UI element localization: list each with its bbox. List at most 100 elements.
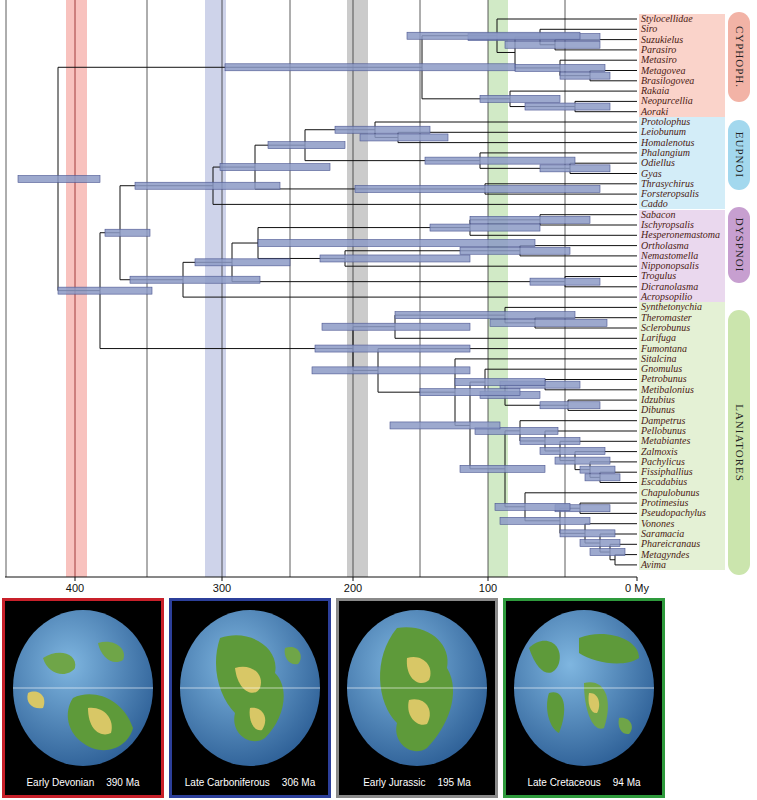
continent [584,682,608,729]
branch [497,19,637,20]
branch [540,214,637,215]
axis-label: 200 [344,582,362,595]
taxon-name: Protolophus [641,116,690,128]
branch [510,91,637,92]
taxon-name: Petrobunus [641,373,687,385]
branch [540,225,637,226]
branch [585,523,637,524]
grid-line [222,0,223,577]
branch [570,163,637,164]
taxon-name: Ischyropsalis [641,219,694,231]
clade-name: CYPHOPH. [733,26,746,88]
continent [68,694,133,750]
continent [250,708,266,730]
period-name: Late Carboniferous [185,777,270,789]
continent [235,667,261,693]
branch [565,276,637,277]
branch [375,122,637,123]
age-interval-bar [135,182,280,189]
cretaceous-band [488,0,508,577]
continent [98,642,124,662]
grid-line [488,0,489,577]
taxon-name: Vonones [641,518,674,530]
age-interval-bar [225,64,515,71]
branch [232,281,565,282]
taxon-name: Neopurcellia [641,95,693,107]
age-interval-bar [480,95,560,102]
age-interval-bar [360,134,448,141]
taxon-name: Idzubius [641,394,675,406]
taxon-name: Aoraki [641,106,668,118]
taxon-name: Suzukielus [641,34,683,46]
age-interval-bar [268,142,345,149]
branch [398,132,637,133]
branch [398,142,637,143]
globe-sea [180,610,320,766]
branch [545,389,637,390]
age-interval-bar [585,474,620,481]
paleomap-panel: Early Jurassic195 Ma [336,598,498,798]
tree-branches [58,19,637,565]
branch [520,420,637,421]
clade-tab: LANIATORES [728,310,750,575]
axis-label: 0 My [625,582,649,595]
map-ground [503,598,665,798]
continent [380,627,453,751]
period-name: Late Cretaceous [527,777,600,789]
branch [520,255,637,256]
time-axis [5,577,637,581]
taxon-name: Metasiro [641,54,677,66]
clade-tab: CYPHOPH. [728,12,750,102]
age-interval-bar [540,165,610,172]
paleomaps [2,598,665,798]
taxon-name: Pellobunus [641,425,686,437]
branch [470,235,637,236]
age-interval-bar [540,447,605,454]
clade-tab: EUPNOI [728,120,750,190]
branch [580,513,637,514]
age-value: 306 Ma [282,777,315,789]
clade-name: EUPNOI [733,132,746,178]
continent [529,641,560,673]
taxon-name: Pseudopachylus [641,507,706,519]
age-interval-bar [505,41,600,48]
branch [575,101,637,102]
branch [555,49,637,50]
branch [497,52,515,53]
axis-tick [75,577,76,581]
branch-vertical [615,555,616,565]
branch [525,492,637,493]
taxon-name: Phalangium [641,147,690,159]
age-interval-bar [500,517,590,524]
branch [485,369,637,370]
branch [570,173,637,174]
branch [485,183,637,184]
continent [579,634,639,663]
clade-band: SynthetonychiaTheromasterSclerobunusLari… [639,302,725,570]
continent [547,692,564,733]
grid-line [290,0,291,577]
age-interval-bar [355,185,600,192]
grid-line [6,0,7,577]
branch [505,307,637,308]
taxon-name: Brasilogovea [641,75,694,87]
branch [545,379,637,380]
age-interval-bar [335,126,430,133]
taxon-name: Leiobunum [641,126,686,138]
axis-label: 400 [66,582,84,595]
age-interval-bar [425,157,575,164]
axis-tick [353,577,354,581]
age-interval-bar [470,216,590,223]
age-interval-bar [130,276,260,283]
branch [485,194,637,195]
taxon-name: Metagyndes [641,549,689,561]
taxon-name: Hesperonemastoma [641,229,720,241]
taxon-name: Dampetrus [641,415,685,427]
taxon-name: Rakaia [641,85,669,97]
clade-name: DYSPNOI [733,218,746,273]
taxon-name: Synthetonychia [641,301,702,313]
taxon-name: Protimesius [641,497,688,509]
map-ground [336,598,498,798]
age-interval-bar [525,103,610,110]
